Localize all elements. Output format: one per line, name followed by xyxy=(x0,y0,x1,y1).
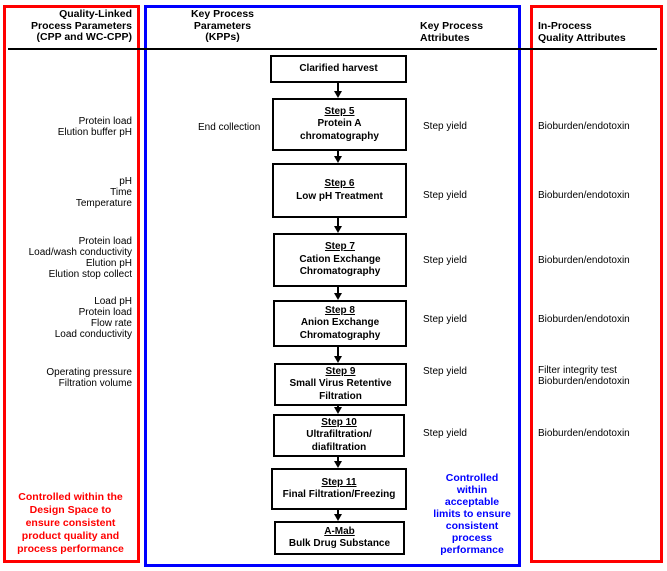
column-header-in-process-quality: In-Process Quality Attributes xyxy=(538,20,626,44)
flow-arrow-head xyxy=(334,226,342,233)
header-separator-line xyxy=(8,48,657,50)
ipqa-label-step-6: Bioburden/endotoxin xyxy=(538,190,630,201)
left-param-step-8: Load pH Protein load Flow rate Load cond… xyxy=(54,296,132,340)
column-header-quality-linked: Quality-Linked Process Parameters (CPP a… xyxy=(31,8,132,43)
flow-box-label: Anion Exchange Chromatography xyxy=(299,317,381,341)
flow-box-step-heading: Step 10 xyxy=(321,416,357,428)
flow-box-step-heading: Step 11 xyxy=(321,476,357,488)
column-header-key-process-attributes: Key Process Attributes xyxy=(420,20,484,44)
left-param-step-6: pH Time Temperature xyxy=(75,176,132,209)
flow-box-label: Ultrafiltration/ diafiltration xyxy=(306,429,372,453)
flow-box-label: Low pH Treatment xyxy=(296,190,383,202)
flow-arrow-head xyxy=(334,91,342,98)
flow-box-step-heading: Step 7 xyxy=(324,241,355,253)
ipqa-label-step-9: Filter integrity test Bioburden/endotoxi… xyxy=(538,365,630,387)
flow-arrow-head xyxy=(334,407,342,414)
flow-arrow xyxy=(337,151,339,158)
flow-arrow-head xyxy=(334,356,342,363)
flow-box-step-11: Step 11 Final Filtration/Freezing xyxy=(271,468,407,510)
flow-box-step-10: Step 10 Ultrafiltration/ diafiltration xyxy=(273,414,405,457)
acceptable-limits-note: Controlled within acceptable limits to e… xyxy=(433,472,511,556)
step-yield-label-step-6: Step yield xyxy=(423,190,467,201)
flow-arrow-head xyxy=(334,461,342,468)
flow-box-step-9: Step 9 Small Virus Retentive Filtration xyxy=(274,363,407,406)
step-yield-label-step-10: Step yield xyxy=(423,428,467,439)
flow-box-step-8: Step 8 Anion Exchange Chromatography xyxy=(273,300,407,347)
left-param-step-7: Protein load Load/wash conductivity Elut… xyxy=(28,236,132,280)
ipqa-label-step-10: Bioburden/endotoxin xyxy=(538,428,630,439)
flow-arrow xyxy=(337,287,339,294)
quality-linked-panel xyxy=(3,5,140,563)
flow-box-step-heading: A-Mab xyxy=(324,525,355,537)
flow-arrow xyxy=(337,347,339,357)
flow-arrow-head xyxy=(334,156,342,163)
flow-box-step-5: Step 5 Protein A chromatography xyxy=(272,98,407,151)
flow-box-label: Cation Exchange Chromatography xyxy=(299,253,381,278)
flow-box-label: Bulk Drug Substance xyxy=(288,538,391,549)
flow-box-a-mab-bulk-drug-substance: A-Mab Bulk Drug Substance xyxy=(274,521,405,555)
flow-box-step-heading: Step 8 xyxy=(324,304,355,316)
step-yield-label-step-9: Step yield xyxy=(423,366,467,377)
step-yield-label-step-5: Step yield xyxy=(423,121,467,132)
ipqa-label-step-8: Bioburden/endotoxin xyxy=(538,314,630,325)
flow-box-label: Final Filtration/Freezing xyxy=(282,489,396,500)
ipqa-label-step-7: Bioburden/endotoxin xyxy=(538,255,630,266)
flow-arrow xyxy=(337,83,339,93)
design-space-note: Controlled within the Design Space to en… xyxy=(17,491,124,555)
kpp-label-end-collection: End collection xyxy=(198,122,261,133)
left-param-step-9: Operating pressure Filtration volume xyxy=(46,367,132,389)
flow-arrow-head xyxy=(334,514,342,521)
flow-arrow xyxy=(337,510,339,515)
flow-box-label: Small Virus Retentive Filtration xyxy=(289,378,392,402)
step-yield-label-step-7: Step yield xyxy=(423,255,467,266)
key-process-panel xyxy=(144,5,521,567)
flow-arrow-head xyxy=(334,293,342,300)
flow-box-step-heading: Step 6 xyxy=(324,178,355,189)
step-yield-label-step-8: Step yield xyxy=(423,314,467,325)
flow-box-step-heading: Step 9 xyxy=(325,365,356,377)
flow-box-label: Clarified harvest xyxy=(299,62,378,74)
flow-arrow xyxy=(337,218,339,227)
column-header-key-process-parameters: Key Process Parameters (KPPs) xyxy=(190,8,255,43)
flow-arrow xyxy=(337,457,339,462)
flow-box-step-6: Step 6 Low pH Treatment xyxy=(272,163,407,218)
ipqa-label-step-5: Bioburden/endotoxin xyxy=(538,121,630,132)
flow-box-step-heading: Step 5 xyxy=(324,105,355,117)
flow-box-label: Protein A chromatography xyxy=(300,118,379,142)
in-process-quality-panel xyxy=(530,5,663,563)
flow-box-step-7: Step 7 Cation Exchange Chromatography xyxy=(273,233,407,287)
flow-box-clarified-harvest: Clarified harvest xyxy=(270,55,407,83)
left-param-step-5: Protein load Elution buffer pH xyxy=(57,116,132,138)
